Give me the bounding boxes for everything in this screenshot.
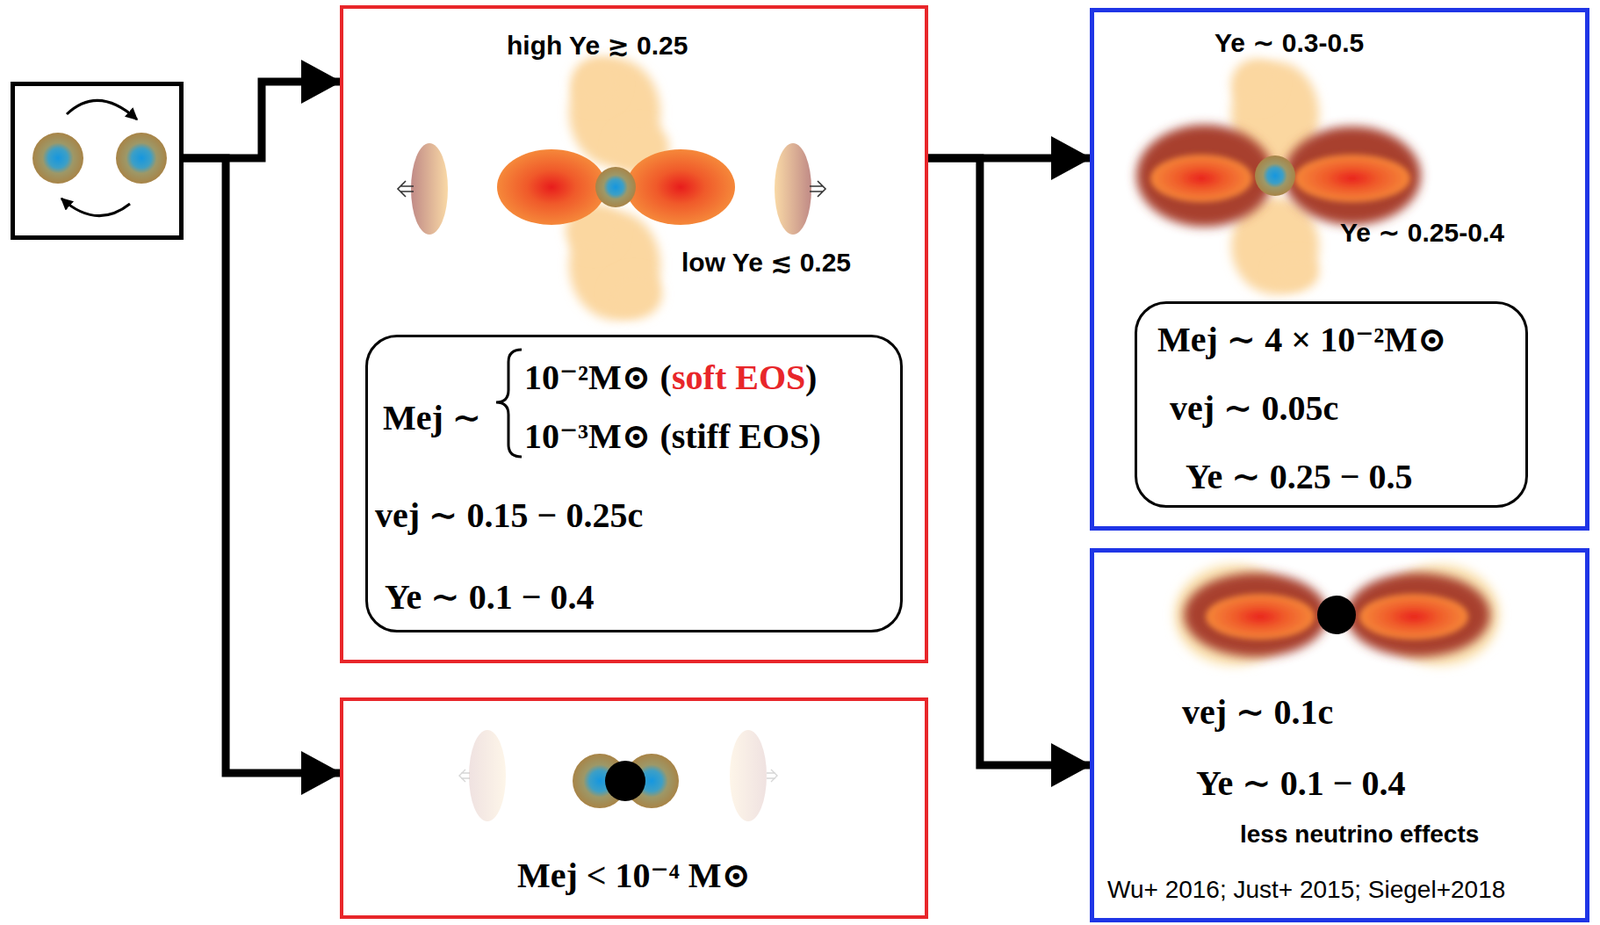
black-hole-disk — [1346, 572, 1491, 657]
remnant-ejecta — [595, 166, 636, 208]
ejecta-mass: Mej ∼ 4 × 10⁻²M⊙ — [1157, 318, 1448, 361]
remnant-disk — [1269, 252, 1319, 292]
remnant-disk — [1254, 155, 1296, 196]
ejecta-mass: ) — [805, 356, 817, 399]
remnant-disk — [1150, 154, 1253, 202]
flow-arrow — [183, 81, 340, 159]
binary-stars — [32, 132, 84, 184]
prompt-collapse — [766, 769, 778, 782]
remnant-ejecta — [809, 180, 826, 197]
remnant-ejecta — [774, 143, 812, 235]
prompt-collapse — [605, 760, 646, 801]
citation: Wu+ 2016; Just+ 2015; Siegel+2018 — [1107, 874, 1506, 905]
property-box: Mej ∼ 10⁻²M⊙ (soft EOS) 10⁻³M⊙ (stiff EOS)… — [365, 334, 903, 633]
prompt-collapse — [729, 729, 767, 822]
binary-box — [10, 81, 184, 240]
remnant-ejecta — [605, 269, 663, 319]
brace — [496, 349, 522, 457]
prompt-collapse — [468, 729, 506, 822]
ye-label: Ye ∼ 0.25-0.4 — [1340, 216, 1505, 249]
note: less neutrino effects — [1239, 819, 1479, 850]
remnant-disk — [1283, 126, 1421, 225]
binary-stars — [32, 100, 167, 216]
electron-fraction: Ye ∼ 0.1 − 0.4 — [384, 576, 595, 619]
black-hole-disk — [1174, 563, 1500, 666]
remnant-disk — [1294, 154, 1411, 202]
outcome-box: high Ye ≳ 0.25 low Ye ≲ 0.25Mej ∼ 10⁻²M⊙ (… — [339, 5, 929, 664]
outcome-box: vej ∼ 0.1c Ye ∼ 0.1 − 0.4 less neutrino ef… — [1089, 547, 1590, 923]
remnant-disk — [1136, 124, 1274, 227]
electron-fraction: Ye ∼ 0.1 − 0.4 — [1196, 762, 1406, 805]
eos-label: soft EOS — [671, 356, 806, 399]
black-hole-disk — [1205, 593, 1315, 640]
flow-arrow — [183, 158, 340, 773]
ye-label: Ye ∼ 0.3-0.5 — [1214, 27, 1364, 59]
flow-arrow — [928, 158, 1090, 765]
binary-stars — [115, 132, 167, 184]
remnant-ejecta — [410, 143, 448, 235]
binary-stars — [66, 100, 137, 120]
black-hole-disk — [1359, 593, 1469, 640]
remnant-disk — [1231, 58, 1281, 109]
remnant-ejecta — [397, 180, 414, 197]
electron-fraction: Ye ∼ 0.25 − 0.5 — [1185, 455, 1413, 498]
ye-label: low Ye ≲ 0.25 — [681, 246, 851, 279]
remnant-ejecta — [626, 149, 736, 225]
remnant-ejecta — [497, 149, 606, 225]
prompt-collapse — [459, 729, 778, 822]
remnant-ejecta — [570, 57, 624, 110]
property-box: Mej ∼ 4 × 10⁻²M⊙ vej ∼ 0.05c Ye ∼ 0.25 − 0… — [1134, 301, 1528, 508]
remnant-ejecta — [397, 57, 826, 320]
ejecta-mass: Mej ∼ — [382, 396, 482, 440]
ejecta-velocity: vej ∼ 0.1c — [1181, 691, 1334, 734]
remnant-ejecta — [397, 180, 826, 197]
black-hole-disk — [1317, 595, 1356, 635]
ejecta-mass: 10⁻²M⊙ ( — [524, 356, 672, 399]
ejecta-mass: Mej < 10⁻⁴ M⊙ — [517, 854, 751, 897]
prompt-collapse — [459, 769, 470, 782]
ejecta-velocity: vej ∼ 0.05c — [1169, 387, 1339, 430]
ejecta-mass: 10⁻³M⊙ (stiff EOS) — [524, 415, 822, 458]
remnant-disk — [1136, 58, 1421, 295]
outcome-box: Ye ∼ 0.3-0.5 Ye ∼ 0.25-0.4Mej ∼ 4 × 10⁻²M… — [1089, 7, 1590, 531]
ejecta-velocity: vej ∼ 0.15 − 0.25c — [374, 494, 643, 537]
outcome-box: Mej < 10⁻⁴ M⊙ — [339, 697, 929, 919]
black-hole-disk — [1183, 572, 1328, 657]
binary-stars — [61, 198, 130, 217]
ye-label: high Ye ≳ 0.25 — [506, 29, 688, 62]
